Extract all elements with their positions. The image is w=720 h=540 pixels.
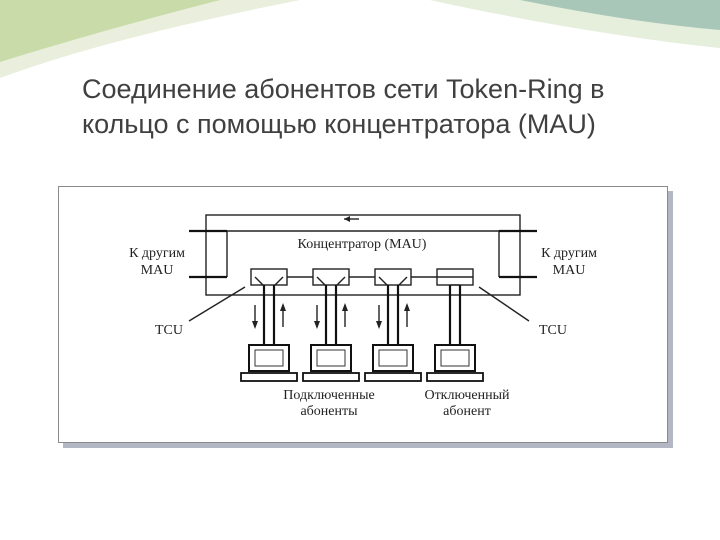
disconnected-caption-line2: абонент xyxy=(443,404,491,419)
station-2-screen-icon xyxy=(316,349,346,367)
left-other-mau-line1: К другим xyxy=(129,246,185,261)
disconnected-caption-line1: Отключенный xyxy=(424,388,510,403)
slide-decoration xyxy=(0,0,720,78)
hub-box xyxy=(205,214,521,296)
station-2-arrow-up-icon xyxy=(342,303,348,311)
station-2-switch-right xyxy=(336,276,346,286)
tcu-left-label: TCU xyxy=(155,323,183,338)
connected-caption-line2: абоненты xyxy=(300,404,358,419)
station-3-arrow-down-icon xyxy=(376,321,382,329)
station-1-keyboard-icon xyxy=(240,372,298,382)
station-1-arrow-up-icon xyxy=(280,303,286,311)
station-4-screen-icon xyxy=(440,349,470,367)
station-2-keyboard-icon xyxy=(302,372,360,382)
station-3-screen-icon xyxy=(378,349,408,367)
stations-group xyxy=(240,268,484,382)
station-4-keyboard-icon xyxy=(426,372,484,382)
tcu-right-label: TCU xyxy=(539,323,567,338)
station-1-switch-right xyxy=(274,276,284,286)
hub-label: Концентратор (MAU) xyxy=(298,237,427,252)
token-ring-diagram: Концентратор (MAU) К другим MAU К другим… xyxy=(129,214,597,419)
right-other-mau-line1: К другим xyxy=(541,246,597,261)
title-line-2: кольцо с помощью концентратора (MAU) xyxy=(82,109,596,139)
title-line-1: Соединение абонентов сети Token-Ring в xyxy=(82,74,605,104)
station-1-tcu-box xyxy=(250,268,288,286)
station-1-screen-icon xyxy=(254,349,284,367)
left-other-mau-line2: MAU xyxy=(141,263,174,278)
station-2-switch-left xyxy=(316,276,326,286)
station-3-arrow-up-icon xyxy=(404,303,410,311)
connected-caption-line1: Подключенные xyxy=(283,388,374,403)
station-3-switch-left xyxy=(378,276,388,286)
station-2-arrow-down-icon xyxy=(314,321,320,329)
station-2-tcu-box xyxy=(312,268,350,286)
station-1-switch-left xyxy=(254,276,264,286)
station-3-keyboard-icon xyxy=(364,372,422,382)
station-3-tcu-box xyxy=(374,268,412,286)
diagram-card: Концентратор (MAU) К другим MAU К другим… xyxy=(58,186,668,443)
station-3-switch-right xyxy=(398,276,408,286)
tcu-right-pointer xyxy=(478,286,530,322)
tcu-left-pointer xyxy=(188,286,246,322)
page-title: Соединение абонентов сети Token-Ring в к… xyxy=(82,72,682,142)
station-1-arrow-down-icon xyxy=(252,321,258,329)
right-other-mau-line2: MAU xyxy=(553,263,586,278)
